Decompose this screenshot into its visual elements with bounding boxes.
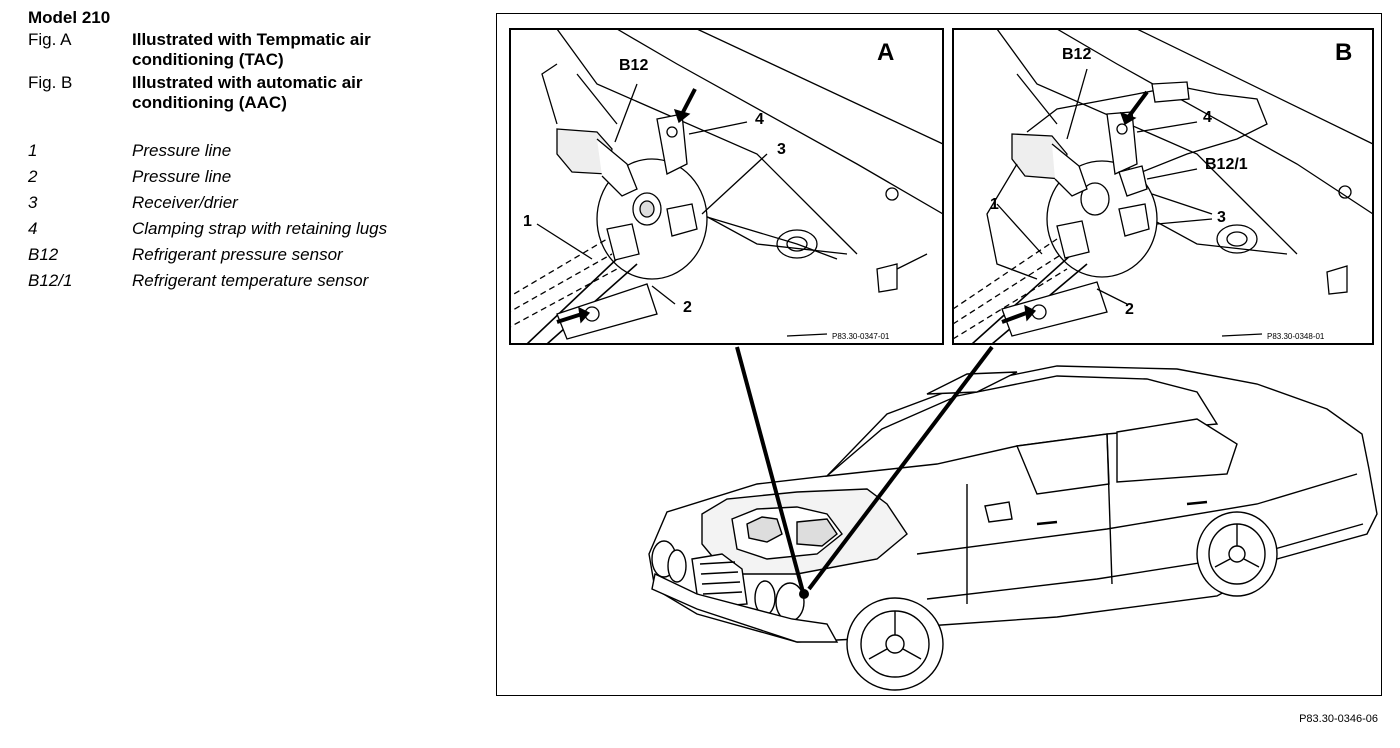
legend-item: B12 Refrigerant pressure sensor	[28, 245, 468, 265]
inset-a: A B12 1 2 3 4 P83.30-0347-01	[509, 28, 944, 345]
diagram-svg: A B12 1 2 3 4 P83.30-0347-01	[509, 28, 1378, 691]
inset-a-letter: A	[877, 39, 894, 66]
legend-item: 2 Pressure line	[28, 167, 468, 187]
leader-lines	[735, 345, 994, 593]
label-b12: B12	[1062, 46, 1091, 63]
figure-description: Illustrated with Tempmatic air condition…	[132, 30, 371, 69]
label-b12: B12	[619, 57, 648, 74]
item-legend: 1 Pressure line 2 Pressure line 3 Receiv…	[28, 141, 468, 291]
car-illustration	[648, 365, 1378, 691]
label-b12-1: B12/1	[1205, 156, 1248, 173]
legend-item-text: Pressure line	[132, 141, 232, 160]
figure-code: P83.30-0346-06	[1299, 713, 1378, 725]
label-2: 2	[683, 299, 692, 316]
label-4: 4	[755, 111, 764, 128]
label-1: 1	[523, 213, 532, 230]
legend-item-text: Receiver/drier	[132, 193, 238, 212]
legend-item: B12/1 Refrigerant temperature sensor	[28, 271, 468, 291]
legend-item: 4 Clamping strap with retaining lugs	[28, 219, 468, 239]
legend-item-key: 1	[28, 141, 38, 160]
label-3: 3	[1217, 209, 1226, 226]
label-2: 2	[1125, 301, 1134, 318]
legend-item-text: Clamping strap with retaining lugs	[132, 219, 388, 238]
legend-item-key: B12	[28, 245, 59, 264]
figure-key: Fig. A	[28, 30, 72, 49]
inset-a-code: P83.30-0347-01	[832, 332, 890, 341]
legend-item-text: Pressure line	[132, 167, 232, 186]
inset-b-code: P83.30-0348-01	[1267, 332, 1325, 341]
figure-legend-row: Fig. A Illustrated with Tempmatic air co…	[28, 30, 468, 70]
legend-item: 1 Pressure line	[28, 141, 468, 161]
inset-b: B B12 B12/1 1 2 3 4 P83.30-0348-01	[952, 28, 1374, 345]
label-3: 3	[777, 141, 786, 158]
inset-b-letter: B	[1335, 39, 1352, 66]
figure-description: Illustrated with automatic air condition…	[132, 73, 363, 112]
legend-item: 3 Receiver/drier	[28, 193, 468, 213]
legend-item-key: 4	[28, 219, 38, 238]
legend: Model 210 Fig. A Illustrated with Tempma…	[28, 8, 468, 297]
label-1: 1	[990, 196, 999, 213]
location-marker	[799, 589, 809, 599]
legend-item-text: Refrigerant temperature sensor	[132, 271, 369, 290]
legend-item-key: 3	[28, 193, 38, 212]
label-4: 4	[1203, 109, 1212, 126]
model-title: Model 210	[28, 8, 111, 27]
figure-legend-row: Fig. B Illustrated with automatic air co…	[28, 73, 468, 113]
legend-item-key: B12/1	[28, 271, 73, 290]
legend-item-text: Refrigerant pressure sensor	[132, 245, 343, 264]
diagram-frame: A B12 1 2 3 4 P83.30-0347-01	[496, 13, 1382, 696]
legend-item-key: 2	[28, 167, 38, 186]
figure-key: Fig. B	[28, 73, 73, 92]
